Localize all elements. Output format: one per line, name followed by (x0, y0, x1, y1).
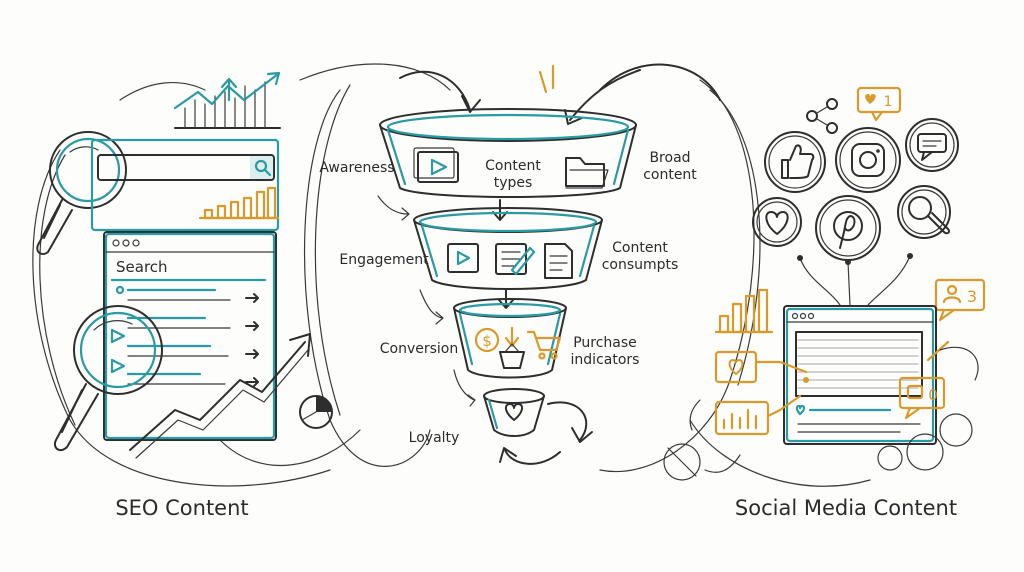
svg-text:$: $ (482, 332, 492, 350)
social-section: 1 (663, 86, 986, 520)
comments-badge: 0 (898, 340, 950, 420)
magnifier-icon (36, 131, 127, 255)
search-results-window: Search (103, 231, 277, 441)
users-badge: 3 (934, 278, 986, 322)
stage-label-loyalty: Loyalty (409, 430, 460, 446)
growth-arrow-icon (129, 333, 311, 459)
likes-count: 1 (884, 94, 893, 110)
social-title: Social Media Content (735, 496, 957, 520)
funnel-stage-engagement (413, 199, 603, 290)
document-icon-2 (544, 243, 573, 279)
stage-label-engagement: Engagement (339, 252, 429, 268)
result-rows (115, 285, 259, 387)
users-count: 3 (967, 287, 977, 306)
search-bar-window (90, 138, 280, 232)
pinterest-icon (815, 195, 881, 261)
heart-icon (752, 197, 802, 247)
instagram-icon (835, 127, 901, 193)
thumbs-up-icon (764, 131, 826, 193)
funnel-stage-loyalty (483, 388, 593, 465)
analytics-badge (714, 394, 802, 436)
magnifier-icon-social (897, 185, 951, 239)
video-icon (413, 147, 459, 183)
document-icon (495, 243, 536, 276)
likes-badge: 1 (856, 86, 902, 122)
incoming-arrow-left (399, 70, 471, 111)
chat-icon (905, 118, 959, 172)
cart-icon (526, 330, 562, 360)
magnifier-icon-large (54, 305, 163, 451)
comments-count: 0 (928, 386, 938, 404)
heart-icon (504, 403, 524, 421)
video-icon (447, 243, 479, 273)
loyalty-loop-arrow (547, 401, 588, 441)
funnel-stage-conversion: $ (453, 289, 567, 379)
folder-icon (565, 157, 609, 189)
bar-chart-icon (714, 288, 774, 334)
stage-label-awareness: Awareness (319, 160, 394, 176)
search-icon (254, 159, 272, 177)
pie-chart-icon (299, 395, 333, 429)
incoming-arrow-right (599, 63, 721, 101)
bar-chart-icon (198, 186, 280, 220)
seo-section: Search (36, 71, 333, 520)
stage-label-conversion: Conversion (380, 341, 459, 357)
dollar-icon: $ (474, 327, 500, 353)
heart-badge (714, 350, 809, 384)
basket-icon (499, 343, 525, 369)
post-window (783, 305, 937, 445)
seo-title: SEO Content (115, 496, 248, 520)
spark-marks (538, 64, 555, 94)
share-icon (806, 98, 838, 134)
trend-chart-icon (173, 71, 281, 129)
search-label: Search (116, 258, 168, 276)
